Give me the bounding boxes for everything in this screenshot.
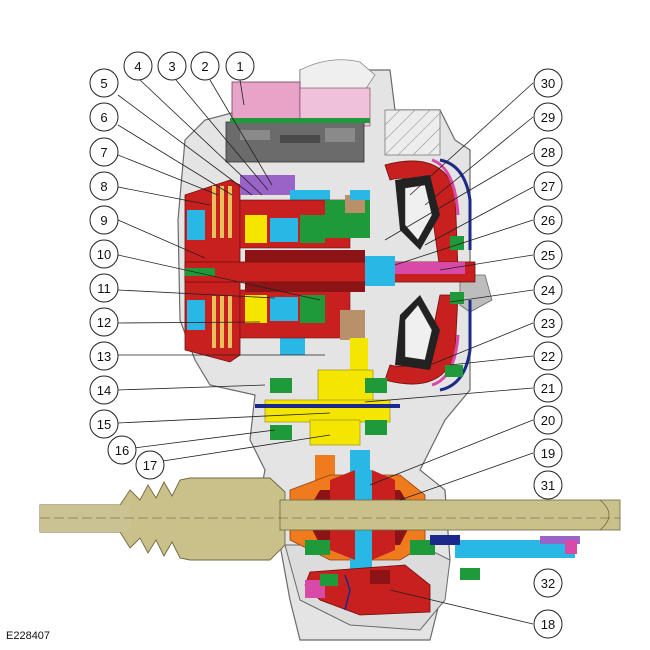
svg-text:7: 7 xyxy=(100,145,107,160)
torque-converter xyxy=(384,158,472,392)
callout-29: 29 xyxy=(533,102,563,132)
callout-27: 27 xyxy=(533,171,563,201)
callout-23: 23 xyxy=(533,308,563,338)
valve-body xyxy=(225,81,371,163)
svg-text:29: 29 xyxy=(541,110,555,125)
svg-text:4: 4 xyxy=(134,59,141,74)
svg-text:3: 3 xyxy=(168,59,175,74)
callout-32: 32 xyxy=(533,568,563,598)
svg-text:8: 8 xyxy=(100,179,107,194)
svg-text:21: 21 xyxy=(541,381,555,396)
callout-7: 7 xyxy=(89,137,119,167)
callout-16: 16 xyxy=(107,435,137,465)
svg-text:24: 24 xyxy=(541,283,555,298)
callout-6: 6 xyxy=(89,102,119,132)
svg-text:17: 17 xyxy=(143,458,157,473)
svg-text:12: 12 xyxy=(97,315,111,330)
callout-12: 12 xyxy=(89,307,119,337)
callouts: 1 2 3 4 5 6 7 8 9 10 11 12 13 14 15 16 1… xyxy=(89,51,563,639)
svg-text:27: 27 xyxy=(541,179,555,194)
callout-22: 22 xyxy=(533,341,563,371)
callout-19: 19 xyxy=(533,438,563,468)
svg-text:31: 31 xyxy=(541,478,555,493)
svg-text:26: 26 xyxy=(541,213,555,228)
transfer-gear xyxy=(255,338,400,446)
callout-30: 30 xyxy=(533,68,563,98)
svg-text:11: 11 xyxy=(97,281,111,296)
svg-text:23: 23 xyxy=(541,316,555,331)
svg-text:6: 6 xyxy=(100,110,107,125)
svg-text:32: 32 xyxy=(541,576,555,591)
svg-text:13: 13 xyxy=(97,349,111,364)
callout-13: 13 xyxy=(89,341,119,371)
callout-4: 4 xyxy=(123,51,153,81)
callout-24: 24 xyxy=(533,275,563,305)
svg-text:5: 5 xyxy=(100,76,107,91)
callout-17: 17 xyxy=(135,450,165,480)
callout-31: 31 xyxy=(533,470,563,500)
callout-14: 14 xyxy=(89,375,119,405)
callout-26: 26 xyxy=(533,205,563,235)
callout-21: 21 xyxy=(533,373,563,403)
svg-text:18: 18 xyxy=(541,617,555,632)
oil-pump xyxy=(304,564,431,616)
callout-1: 1 xyxy=(225,51,255,81)
svg-text:19: 19 xyxy=(541,446,555,461)
callout-5: 5 xyxy=(89,68,119,98)
svg-text:20: 20 xyxy=(541,413,555,428)
callout-15: 15 xyxy=(89,409,119,439)
callout-2: 2 xyxy=(190,51,220,81)
input-shaft xyxy=(184,250,476,292)
callout-10: 10 xyxy=(89,239,119,269)
callout-20: 20 xyxy=(533,405,563,435)
svg-text:9: 9 xyxy=(100,213,107,228)
callout-25: 25 xyxy=(533,240,563,270)
callout-3: 3 xyxy=(157,51,187,81)
callout-11: 11 xyxy=(89,273,119,303)
callout-18: 18 xyxy=(533,609,563,639)
svg-text:2: 2 xyxy=(201,59,208,74)
svg-text:22: 22 xyxy=(541,349,555,364)
svg-text:28: 28 xyxy=(541,145,555,160)
callout-28: 28 xyxy=(533,137,563,167)
drive-shafts xyxy=(39,477,621,580)
svg-text:1: 1 xyxy=(236,59,243,74)
svg-text:16: 16 xyxy=(115,443,129,458)
svg-text:10: 10 xyxy=(97,247,111,262)
callout-8: 8 xyxy=(89,171,119,201)
svg-text:30: 30 xyxy=(541,76,555,91)
planetary-gearsets xyxy=(239,190,370,340)
leader-lines xyxy=(117,79,534,625)
callout-9: 9 xyxy=(89,205,119,235)
svg-text:14: 14 xyxy=(97,383,111,398)
svg-text:15: 15 xyxy=(97,417,111,432)
svg-text:25: 25 xyxy=(541,248,555,263)
figure-id-label: E228407 xyxy=(6,630,51,642)
